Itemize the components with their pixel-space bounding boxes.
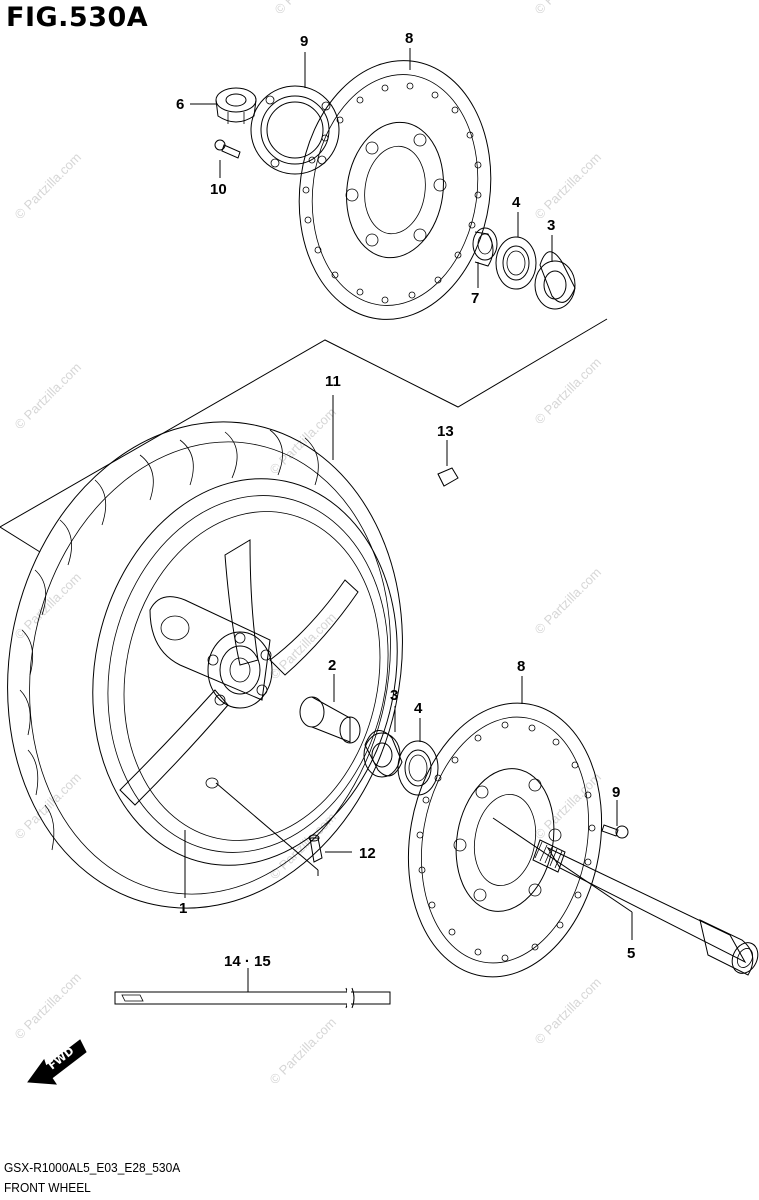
watermark: © Partzilla.com [272, 0, 345, 17]
watermark: © Partzilla.com [12, 970, 85, 1043]
callout-3-bottom: 3 [390, 687, 398, 704]
part-3-bearing-top [534, 251, 576, 310]
watermark: © Partzilla.com [12, 150, 85, 223]
leader-5 [492, 817, 633, 913]
figure-name: FRONT WHEEL [4, 1180, 91, 1195]
part-8-brake-disc-top [298, 60, 492, 320]
watermark: © Partzilla.com [532, 565, 605, 638]
part-10-bolt [214, 139, 241, 159]
part-5-axle [532, 839, 759, 976]
watermark: © Partzilla.com [12, 360, 85, 433]
callout-8-bottom: 8 [517, 658, 525, 675]
callout-13: 13 [437, 423, 454, 440]
part-8-brake-disc-bottom [407, 702, 603, 978]
figure-title: FIG.530A [6, 2, 149, 33]
model-code: GSX-R1000AL5_E03_E28_530A [4, 1160, 181, 1175]
watermark-layer: © Partzilla.com © Partzilla.com © Partzi… [12, 0, 605, 1087]
part-7-spacer [472, 227, 498, 267]
watermark: © Partzilla.com [267, 1015, 340, 1088]
watermark: © Partzilla.com [532, 770, 605, 843]
part-4-dust-seal-bottom [397, 740, 439, 796]
forward-direction-arrow: FWD [27, 1039, 87, 1085]
callout-3-top: 3 [547, 217, 555, 234]
part-13-balancer-weight [437, 467, 459, 487]
callout-4-top: 4 [512, 194, 521, 211]
part-6-nut [215, 87, 257, 124]
callout-4-bottom: 4 [414, 700, 423, 717]
callout-11: 11 [325, 373, 341, 390]
watermark: © Partzilla.com [532, 355, 605, 428]
assembly-boundary-line [0, 526, 41, 553]
callout-12: 12 [359, 845, 376, 862]
part-9-sensor-rotor [250, 85, 340, 175]
leader-valve-hole [215, 782, 319, 871]
part-12-tire-valve [308, 834, 323, 863]
part-1-wheel [92, 478, 398, 866]
part-4-dust-seal-top [495, 236, 537, 290]
part-11-tire [7, 421, 403, 909]
watermark: © Partzilla.com [532, 0, 605, 17]
callout-5: 5 [627, 945, 635, 962]
callout-7: 7 [471, 290, 479, 307]
callout-2: 2 [328, 657, 336, 674]
callout-9-top: 9 [300, 33, 308, 50]
callout-1: 1 [179, 900, 187, 917]
assembly-boundary-line [0, 318, 608, 528]
watermark: © Partzilla.com [267, 405, 340, 478]
watermark: © Partzilla.com [12, 570, 85, 643]
part-14-15-decal [114, 987, 391, 1009]
callout-14-15: 14 · 15 [224, 953, 271, 970]
part-2-spacer [299, 696, 361, 744]
callout-10: 10 [210, 181, 227, 198]
watermark: © Partzilla.com [267, 810, 340, 883]
callout-8-top: 8 [405, 30, 413, 47]
part-9-bolt-bottom [601, 824, 629, 839]
watermark: © Partzilla.com [12, 770, 85, 843]
callout-9-bottom: 9 [612, 784, 620, 801]
watermark: © Partzilla.com [532, 150, 605, 223]
watermark: © Partzilla.com [532, 975, 605, 1048]
part-3-bearing-bottom [363, 730, 403, 778]
callout-6: 6 [176, 96, 184, 113]
callout-labels: 9 8 6 10 4 3 7 11 13 2 8 3 4 9 12 1 5 14… [176, 30, 635, 970]
